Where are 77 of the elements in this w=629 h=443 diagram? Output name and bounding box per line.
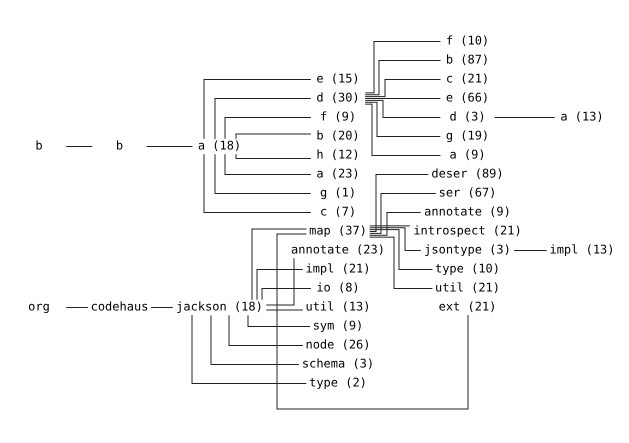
node-text: e (66): [446, 90, 490, 105]
connector: [364, 100, 441, 118]
connector: [192, 314, 307, 384]
connector: [369, 193, 436, 234]
node-text: type (10): [434, 262, 500, 276]
node-text: util (21): [434, 280, 500, 295]
connector: [214, 154, 312, 194]
node-text: h (12): [316, 148, 360, 162]
node-text: e (15): [316, 72, 360, 86]
connector: [514, 250, 548, 251]
node-text: deser (89): [431, 166, 504, 181]
connector: [66, 146, 93, 147]
node-text: impl (13): [549, 242, 615, 257]
node-text: a (9): [449, 148, 486, 162]
connector: [369, 229, 433, 270]
connector: [252, 228, 307, 300]
connector: [236, 154, 312, 159]
node-text: org: [28, 300, 50, 314]
connector: [236, 134, 312, 140]
node-text: c (21): [446, 72, 490, 86]
node-text: jackson (18): [176, 300, 263, 314]
connector: [210, 314, 300, 365]
connector: [224, 154, 312, 175]
connector: [256, 269, 304, 300]
connector: [66, 307, 88, 308]
node-text: schema (3): [302, 356, 374, 371]
node-text: g (19): [446, 128, 490, 143]
connector: [204, 154, 312, 213]
connector: [364, 102, 441, 137]
node-text: map (37): [309, 224, 367, 238]
node-text: impl (21): [305, 262, 371, 276]
connector: [224, 117, 312, 140]
node-text: codehaus: [90, 300, 148, 314]
node-text: type (2): [309, 376, 367, 390]
node-text: b (20): [316, 128, 360, 143]
connector: [248, 314, 311, 327]
connector: [146, 146, 193, 147]
connector: [364, 104, 441, 156]
node-text: f (10): [446, 34, 490, 48]
connector: [369, 227, 422, 251]
node-text: d (30): [316, 90, 360, 105]
node-text: b (87): [446, 52, 490, 67]
connector: [266, 258, 294, 306]
connector: [494, 117, 556, 118]
connector: [369, 236, 433, 289]
node-text: io (8): [316, 280, 360, 295]
node-text: introspect (21): [413, 224, 522, 238]
node-text: sym (9): [312, 318, 364, 333]
connector: [364, 79, 441, 98]
node-text: a (13): [560, 110, 604, 124]
node-text: annotate (9): [424, 204, 511, 219]
node-text: d (3): [449, 110, 486, 124]
node-text: a (18): [198, 138, 242, 153]
node-text: b: [35, 138, 43, 153]
node-text: g (1): [320, 186, 356, 200]
connector: [204, 79, 312, 140]
node-text: b: [116, 138, 124, 153]
node-text: ext (21): [438, 300, 496, 314]
node-text: c (7): [320, 204, 356, 219]
node-text: node (26): [305, 338, 371, 352]
node-text: annotate (23): [291, 242, 385, 257]
node-text: ser (67): [438, 186, 496, 200]
connector: [364, 60, 441, 96]
connector: [364, 41, 441, 94]
node-text: f (9): [320, 110, 356, 124]
node-text: a (23): [316, 166, 360, 181]
connector: [369, 174, 429, 232]
node-text: util (13): [305, 300, 371, 314]
connector: [276, 234, 468, 410]
connector: [369, 225, 410, 226]
connector: [369, 212, 422, 236]
connector: [262, 288, 312, 300]
connector: [228, 314, 304, 346]
connector: [150, 307, 174, 308]
connector: [364, 98, 441, 99]
node-text: jsontype (3): [424, 242, 511, 257]
connector: [214, 98, 312, 140]
